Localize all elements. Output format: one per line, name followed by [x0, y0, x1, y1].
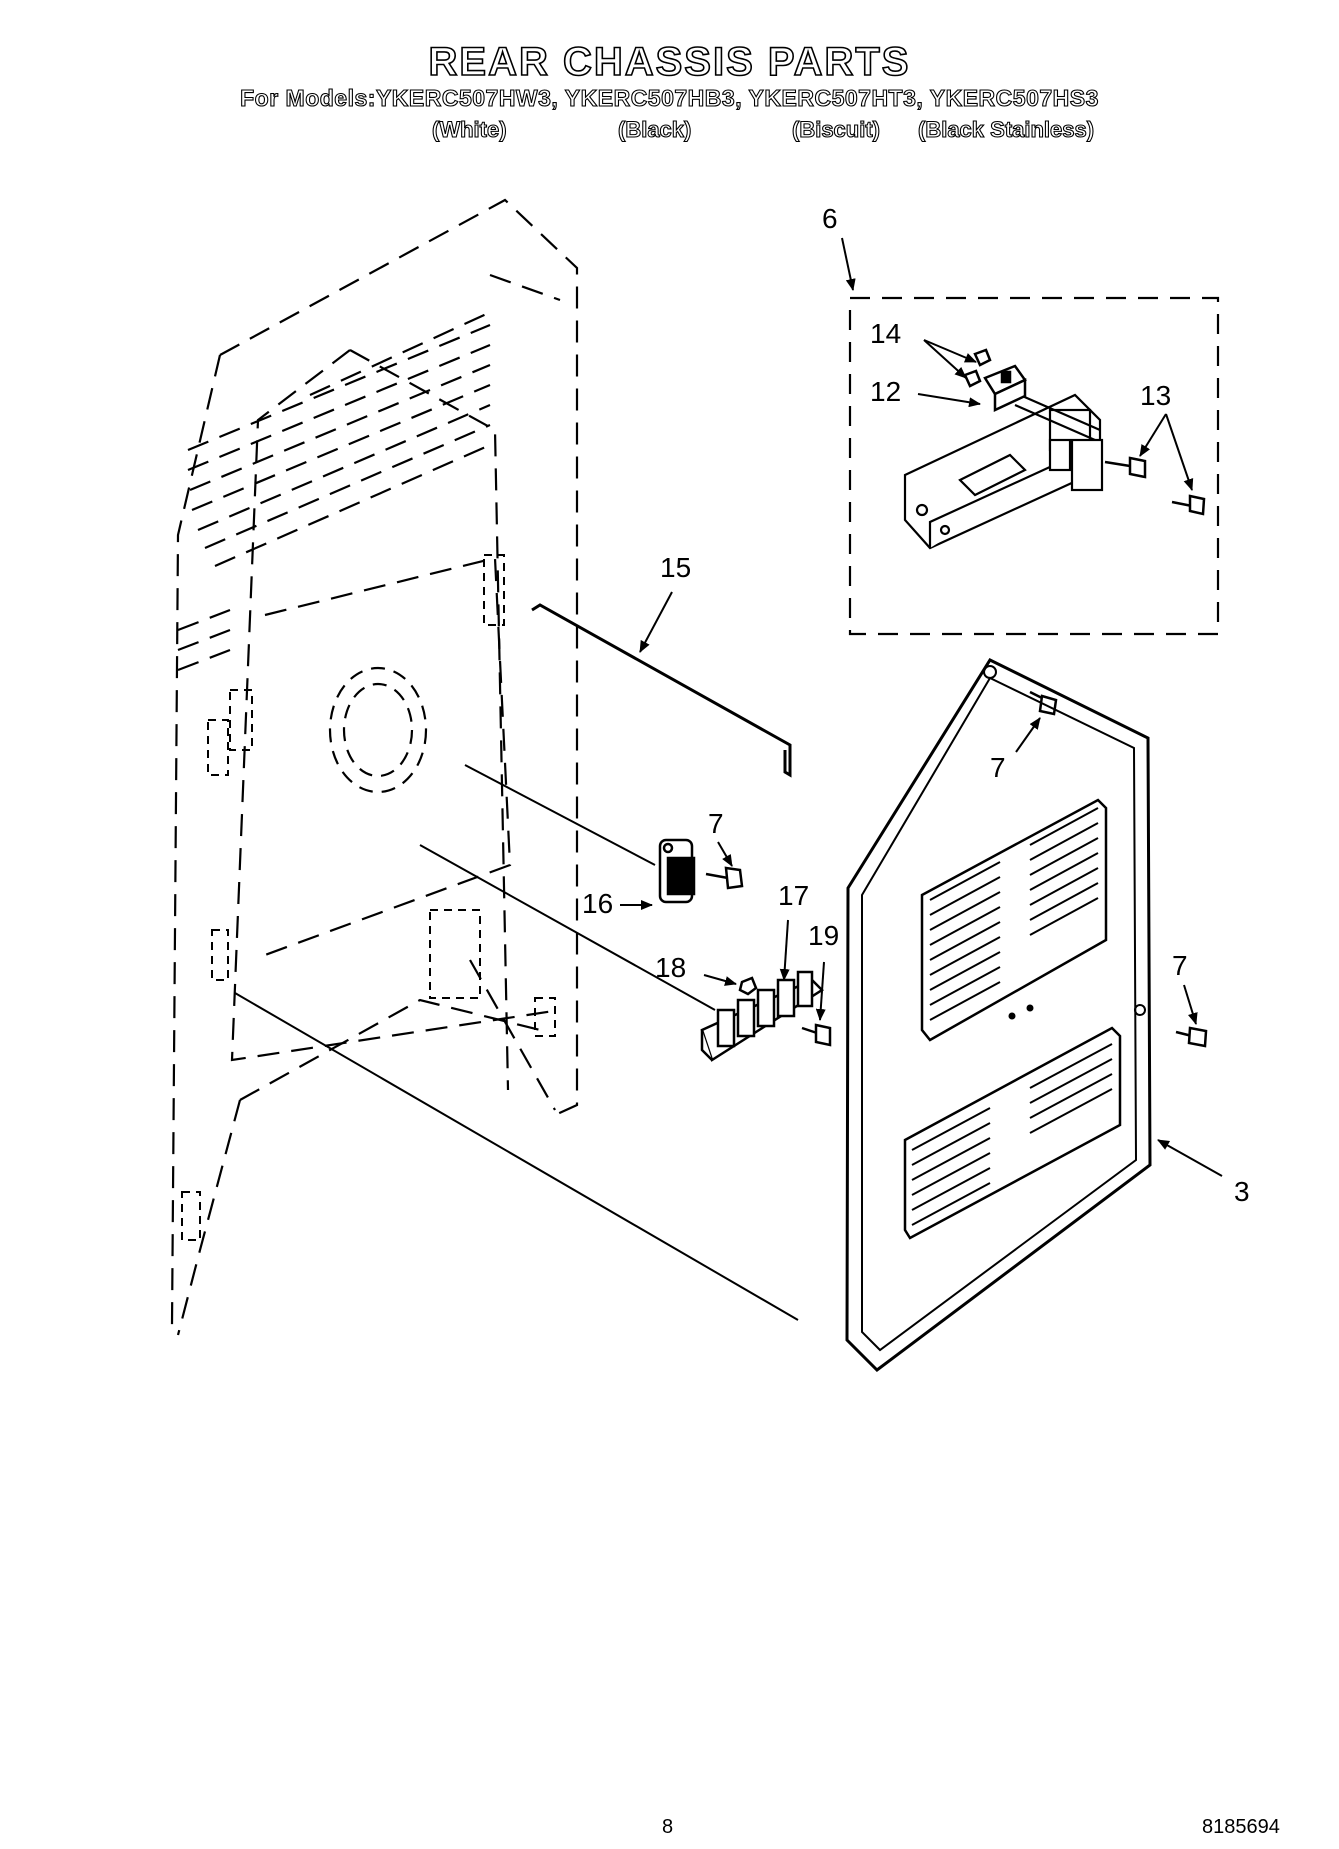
screw-7-panel-side [1175, 1026, 1208, 1048]
callout-arrows [620, 237, 1223, 1177]
variant-biscuit: (Biscuit) [791, 116, 880, 142]
screw-7-clip [705, 866, 744, 890]
variant-white: (White) [431, 116, 507, 142]
rear-panel-vent-slats [911, 807, 1113, 1226]
variant-black-stainless: (Black Stainless) [917, 116, 1095, 142]
callout-7-clip: 7 [708, 808, 724, 839]
document-number: 8185694 [1202, 1816, 1280, 1838]
callout-15: 15 [660, 552, 692, 583]
callout-16: 16 [582, 888, 614, 919]
part-15-rod [531, 603, 792, 778]
range-chassis-outline [170, 198, 579, 1336]
nut-18 [738, 976, 758, 996]
part-14-nuts [963, 348, 992, 388]
page-number: 8 [662, 1816, 674, 1838]
leader-lines [234, 764, 799, 1321]
convection-element-outline [328, 666, 428, 794]
page-title: REAR CHASSIS PARTS [428, 39, 911, 85]
part-6-relay-bracket [903, 393, 1104, 550]
callout-7-panel-top: 7 [990, 752, 1006, 783]
models-line: For Models:YKERC507HW3, YKERC507HB3, YKE… [240, 84, 1099, 111]
callout-17: 17 [778, 880, 810, 911]
callout-18: 18 [655, 952, 687, 983]
variant-black: (Black) [617, 116, 692, 142]
part-12-switch [983, 364, 1027, 412]
callout-13: 13 [1140, 380, 1172, 411]
chassis-brackets [181, 554, 556, 1241]
part-16-clip [658, 838, 696, 904]
screw-19 [801, 1023, 832, 1047]
part-17-terminal-block [700, 970, 824, 1062]
callout-12: 12 [870, 376, 902, 407]
callout-19: 19 [808, 920, 840, 951]
callout-3: 3 [1234, 1176, 1250, 1207]
part-13-screws [1104, 456, 1206, 516]
callout-6: 6 [822, 203, 838, 234]
part-3-rear-panel [845, 658, 1152, 1372]
screw-7-panel-top [1029, 690, 1058, 716]
callout-14: 14 [870, 318, 902, 349]
callout-7-panel-side: 7 [1172, 950, 1188, 981]
